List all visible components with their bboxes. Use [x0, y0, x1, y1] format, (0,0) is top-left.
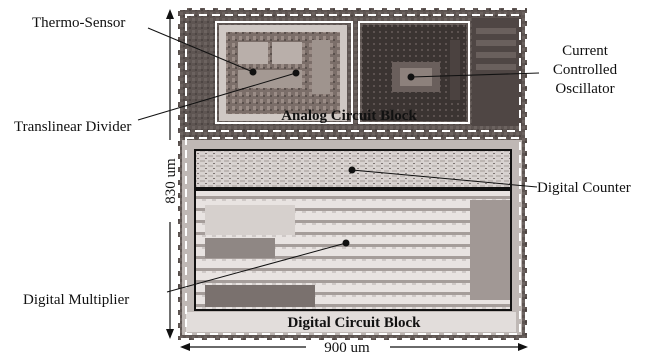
digital-multiplier-label: Digital Multiplier — [23, 292, 129, 308]
analog-block-label: Analog Circuit Block — [281, 108, 417, 124]
digital-counter-label: Digital Counter — [537, 180, 631, 196]
digital-block-label: Digital Circuit Block — [287, 315, 421, 331]
translinear-divider-label: Translinear Divider — [14, 119, 131, 135]
cco-dot — [408, 74, 415, 81]
width-dimension-label: 900 um — [324, 340, 370, 356]
cco-label-line-2: Controlled — [553, 62, 618, 78]
cco-label-line-3: Oscillator — [555, 81, 614, 97]
digital-counter-dot — [349, 167, 356, 174]
height-dimension-label: 830 um — [163, 158, 179, 204]
thermo-sensor-dot — [250, 69, 257, 76]
thermo-sensor-label: Thermo-Sensor — [32, 15, 125, 31]
digital-multiplier-dot — [343, 240, 350, 247]
cco-label-line-1: Current — [562, 43, 609, 59]
translinear-divider-dot — [293, 70, 300, 77]
